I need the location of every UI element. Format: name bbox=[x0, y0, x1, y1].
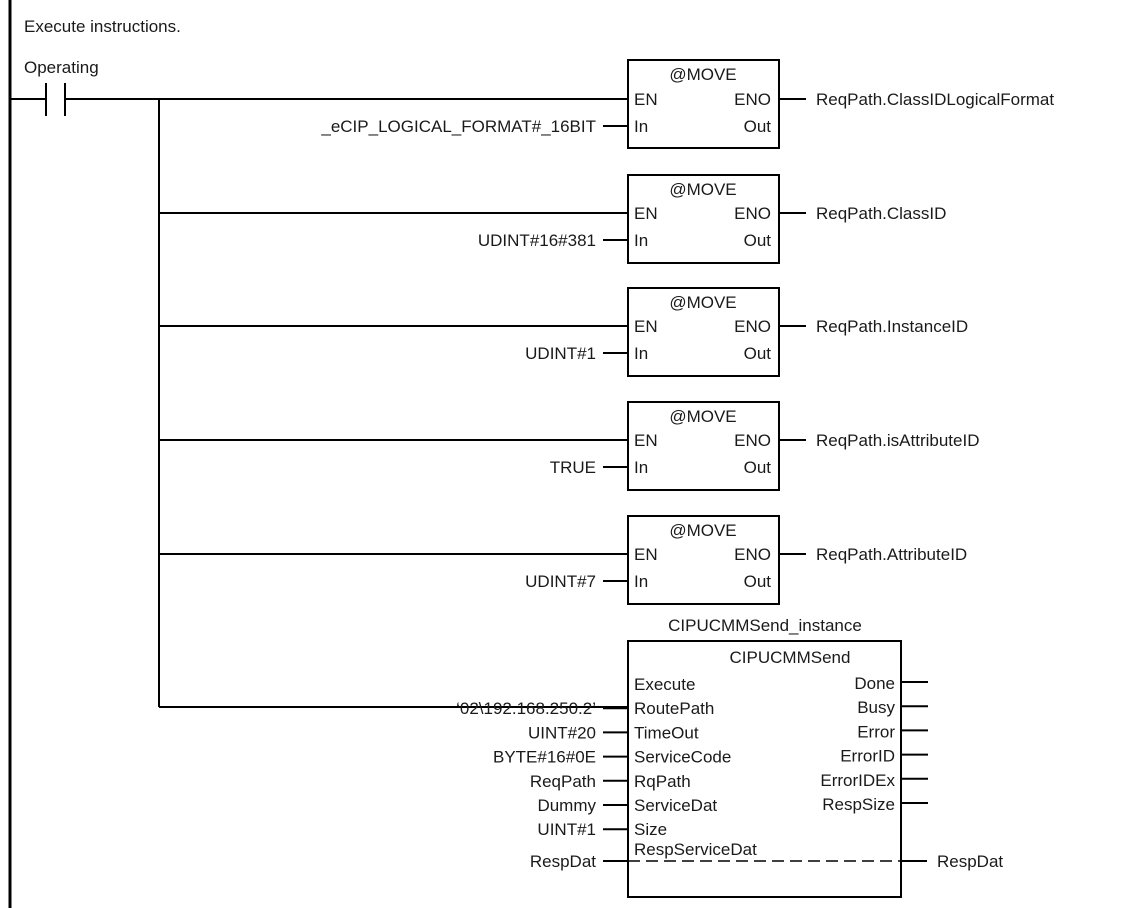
out-pin: Out bbox=[744, 344, 772, 363]
en-pin: EN bbox=[634, 317, 658, 336]
move-block-frame bbox=[627, 59, 780, 149]
cip-input-value: Dummy bbox=[537, 796, 596, 815]
move-block-4[interactable]: @MOVE EN ENO In Out TRUE ReqPath.isAttri… bbox=[550, 401, 980, 491]
move-block-frame bbox=[627, 515, 780, 605]
cip-output-pin-label: Error bbox=[857, 722, 895, 741]
out-pin: Out bbox=[744, 458, 772, 477]
out-pin: Out bbox=[744, 572, 772, 591]
move-block-title: @MOVE bbox=[669, 293, 736, 312]
cip-input-value: UINT#20 bbox=[528, 723, 596, 742]
move-block-title: @MOVE bbox=[669, 407, 736, 426]
move-block-1[interactable]: @MOVE EN ENO In Out _eCIP_LOGICAL_FORMAT… bbox=[320, 59, 1054, 149]
move-input-value: UDINT#1 bbox=[525, 344, 596, 363]
en-pin: EN bbox=[634, 204, 658, 223]
move-input-value: UDINT#7 bbox=[525, 572, 596, 591]
eno-pin: ENO bbox=[734, 90, 771, 109]
cip-output-pin-label: ErrorIDEx bbox=[820, 771, 895, 790]
move-input-value: _eCIP_LOGICAL_FORMAT#_16BIT bbox=[320, 117, 596, 136]
en-pin: EN bbox=[634, 431, 658, 450]
out-pin: Out bbox=[744, 231, 772, 250]
eno-pin: ENO bbox=[734, 431, 771, 450]
in-pin: In bbox=[634, 572, 648, 591]
inout-input-value: RespDat bbox=[530, 852, 596, 871]
move-block-frame bbox=[627, 401, 780, 491]
cip-block-frame bbox=[627, 640, 902, 898]
eno-pin: ENO bbox=[734, 204, 771, 223]
cip-input-pin-label: RqPath bbox=[634, 772, 691, 791]
move-block-2[interactable]: @MOVE EN ENO In Out UDINT#16#381 ReqPath… bbox=[478, 174, 947, 264]
cip-input-pin-label: Size bbox=[634, 820, 667, 839]
cip-output-pin-label: RespSize bbox=[822, 795, 895, 814]
move-block-title: @MOVE bbox=[669, 65, 736, 84]
move-block-3[interactable]: @MOVE EN ENO In Out UDINT#1 ReqPath.Inst… bbox=[525, 287, 968, 377]
cip-input-pin-label: RoutePath bbox=[634, 699, 714, 718]
inout-output-value: RespDat bbox=[937, 852, 1003, 871]
cip-input-value: UINT#1 bbox=[537, 820, 596, 839]
move-block-frame bbox=[627, 174, 780, 264]
inout-pin-label: RespServiceDat bbox=[634, 840, 757, 859]
eno-pin: ENO bbox=[734, 317, 771, 336]
cip-output-pin-label: Done bbox=[854, 674, 895, 693]
contact-label: Operating bbox=[24, 58, 99, 77]
en-pin: EN bbox=[634, 90, 658, 109]
move-output-variable: ReqPath.ClassIDLogicalFormat bbox=[816, 90, 1054, 109]
cip-input-pin-label: Execute bbox=[634, 675, 695, 694]
move-output-variable: ReqPath.isAttributeID bbox=[816, 431, 979, 450]
eno-pin: ENO bbox=[734, 545, 771, 564]
move-output-variable: ReqPath.ClassID bbox=[816, 204, 946, 223]
move-input-value: TRUE bbox=[550, 458, 596, 477]
in-pin: In bbox=[634, 344, 648, 363]
cip-input-value: BYTE#16#0E bbox=[493, 748, 596, 767]
in-pin: In bbox=[634, 458, 648, 477]
move-block-title: @MOVE bbox=[669, 180, 736, 199]
out-pin: Out bbox=[744, 117, 772, 136]
cip-input-pin-label: TimeOut bbox=[634, 723, 699, 742]
cip-block-title: CIPUCMMSend bbox=[730, 648, 851, 667]
rung-comment: Execute instructions. bbox=[24, 17, 181, 36]
move-output-variable: ReqPath.AttributeID bbox=[816, 545, 967, 564]
move-block-5[interactable]: @MOVE EN ENO In Out UDINT#7 ReqPath.Attr… bbox=[525, 515, 967, 605]
en-pin: EN bbox=[634, 545, 658, 564]
move-block-frame bbox=[627, 287, 780, 377]
cip-instance-name: CIPUCMMSend_instance bbox=[668, 616, 862, 635]
cip-input-value: ReqPath bbox=[530, 772, 596, 791]
move-block-title: @MOVE bbox=[669, 521, 736, 540]
cip-output-pin-label: ErrorID bbox=[840, 747, 895, 766]
cip-input-pin-label: ServiceCode bbox=[634, 748, 731, 767]
move-output-variable: ReqPath.InstanceID bbox=[816, 317, 968, 336]
cip-input-value: ‘02\192.168.250.2’ bbox=[456, 699, 596, 718]
move-input-value: UDINT#16#381 bbox=[478, 231, 596, 250]
no-contact[interactable] bbox=[10, 83, 66, 116]
in-pin: In bbox=[634, 117, 648, 136]
cip-output-pin-label: Busy bbox=[857, 698, 895, 717]
cip-input-pin-label: ServiceDat bbox=[634, 796, 717, 815]
in-pin: In bbox=[634, 231, 648, 250]
